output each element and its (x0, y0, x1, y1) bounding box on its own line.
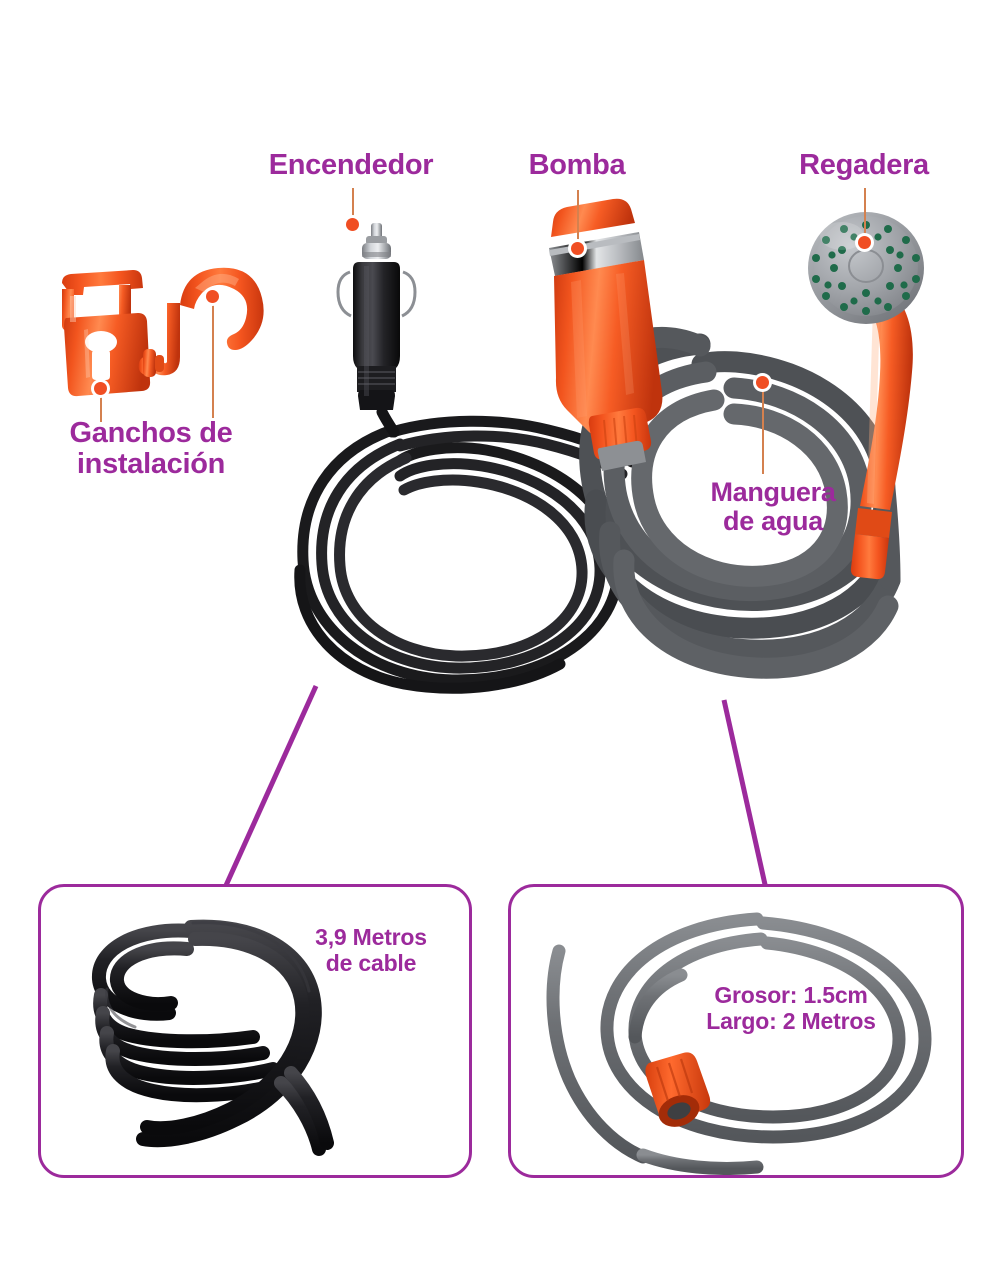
callout-dot-bomba[interactable] (571, 242, 584, 255)
shower-head-icon (808, 212, 924, 580)
leader-regadera (864, 188, 866, 242)
label-ganchos: Ganchos de instalación (69, 417, 233, 480)
shower-nozzles (812, 221, 920, 315)
leader-manguera (762, 382, 764, 474)
inset-box-cable: 3,9 Metros de cable (38, 884, 472, 1178)
label-encendedor: Encendedor (268, 149, 434, 181)
inset-caption-cable: 3,9 Metros de cable (315, 924, 427, 976)
label-bomba: Bomba (528, 149, 626, 181)
hose-coil-illustration (546, 912, 932, 1175)
callout-dot-encendedor[interactable] (346, 218, 359, 231)
inset-box-hose: Grosor: 1.5cm Largo: 2 Metros (508, 884, 964, 1178)
leader-bomba (577, 190, 579, 248)
c-hook-icon (138, 267, 264, 377)
callout-dot-hook-bracket[interactable] (94, 382, 107, 395)
hose-orange-connector (645, 1052, 711, 1127)
label-regadera: Regadera (799, 149, 929, 181)
leader-hook-bracket (100, 388, 102, 422)
callout-dot-hook-c[interactable] (206, 290, 219, 303)
callout-dot-manguera[interactable] (756, 376, 769, 389)
leader-hook-c (212, 296, 214, 418)
label-manguera: Manguera de agua (710, 477, 836, 536)
cable-to-plug (376, 406, 400, 438)
hook-bracket-icon (62, 270, 151, 397)
inset-caption-hose: Grosor: 1.5cm Largo: 2 Metros (706, 982, 876, 1034)
car-lighter-plug-icon (336, 223, 417, 410)
cable-coil-illustration (92, 919, 334, 1156)
leader-encendedor (352, 188, 354, 224)
callout-dot-regadera[interactable] (858, 236, 871, 249)
water-pump-icon (549, 198, 663, 471)
